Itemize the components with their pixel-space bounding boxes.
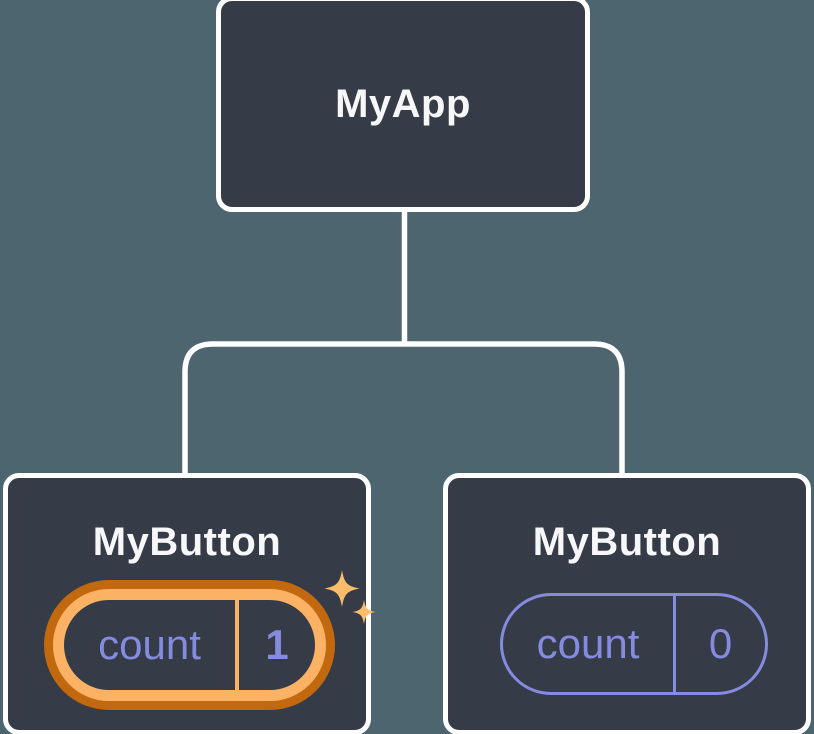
child-node-right-label: MyButton [532,520,722,564]
state-value: 1 [235,600,315,690]
branch-line [182,341,625,475]
child-node-right: MyButton count 0 [443,473,811,734]
child-node-left: MyButton count 1 [3,473,376,734]
state-key-label: count [98,621,201,668]
state-pill-highlighted: count 1 [53,589,326,701]
child-node-left-label: MyButton [92,520,282,564]
root-node-label: MyApp [335,81,471,126]
state-key-label: count [536,620,640,667]
sparkles-icon [324,570,376,624]
state-value: 0 [673,596,765,692]
root-node: MyApp [216,0,590,212]
state-pill-plain: count 0 [500,593,768,695]
